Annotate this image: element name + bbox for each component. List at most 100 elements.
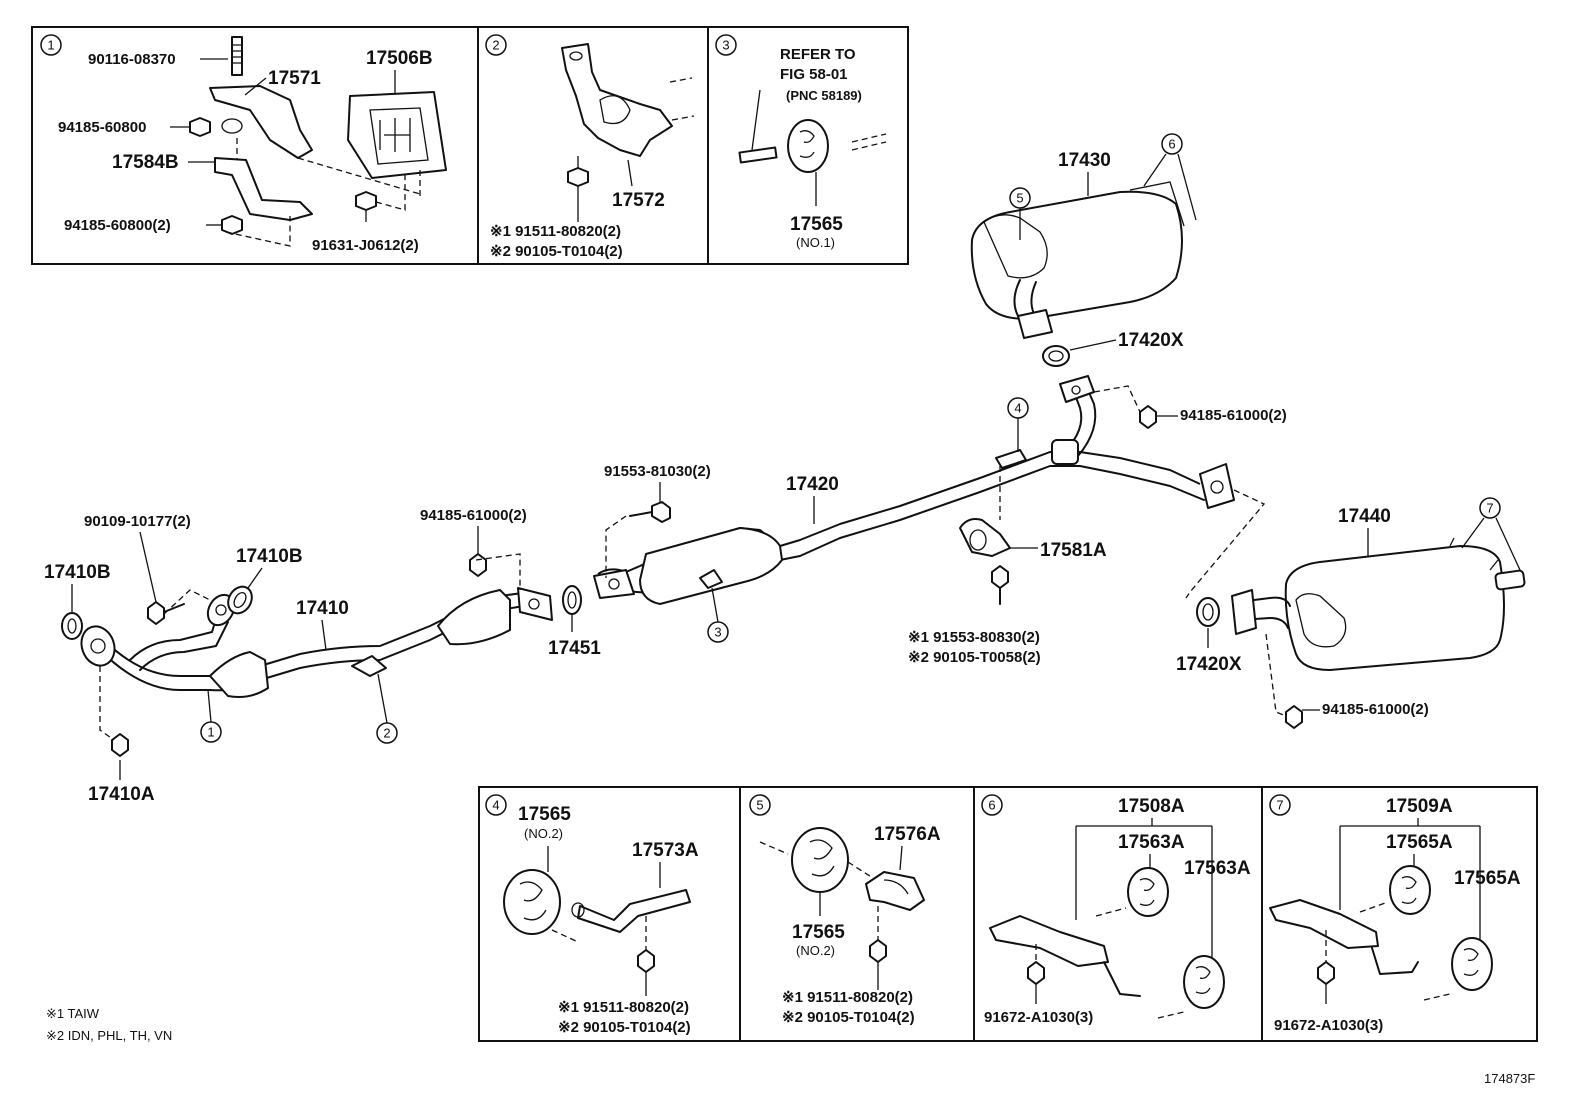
detail-box-4: 4 17565 (NO.2) 17573A ※1 91511-80820(2) … [485,794,699,1036]
callout-1-marker [40,34,62,56]
detail-frame-bottom [478,786,1538,1042]
label-17565A-b: 17565A [1454,868,1521,889]
label-91511-80820-box2: ※1 91511-80820(2) [490,223,621,240]
label-90105-T0104-box2: ※2 90105-T0104(2) [490,243,623,260]
label-17581A: 17581A [1040,540,1107,561]
label-17420X-top: 17420X [1118,330,1184,351]
detail-box-3: 3 REFER TO FIG 58-01 (PNC 58189) 17565 (… [715,34,887,250]
hanger-17565-no2-box4 [503,869,561,935]
callout-7-main [1479,497,1501,519]
label-90105-T0104-box5: ※2 90105-T0104(2) [782,1009,915,1026]
label-17508A: 17508A [1118,796,1185,817]
hanger-17565-no2-box5 [791,827,849,893]
label-17565-box4: 17565 [518,804,571,825]
label-no2-box5: (NO.2) [796,943,835,958]
label-90105-T0058: ※2 90105-T0058(2) [908,649,1041,666]
svg-text:5: 5 [1016,191,1023,206]
label-no2-box4: (NO.2) [524,826,563,841]
callout-1-label: 1 [47,38,54,53]
label-94185-61000-a: 94185-61000(2) [1180,407,1287,424]
callout-2-label: 2 [492,38,499,53]
detail-box-2: 2 17572 ※1 91511-80820(2) ※2 90105-T0104… [485,34,695,260]
hanger-17581A [959,518,1011,557]
label-17571: 17571 [268,68,321,89]
label-17563A-b: 17563A [1184,858,1251,879]
label-no1: (NO.1) [796,235,835,250]
label-17430: 17430 [1058,150,1111,171]
gasket-17451 [562,585,582,615]
label-94185-60800: 94185-60800 [58,119,146,136]
callout-6-marker [981,794,1003,816]
label-17509A: 17509A [1386,796,1453,817]
label-17576A: 17576A [874,824,941,845]
label-91511-80820-box5: ※1 91511-80820(2) [782,989,913,1006]
hanger-17565A-a [1389,865,1431,915]
main-muffler-17430 [970,190,1183,320]
bracket-17508A [989,915,1109,967]
label-90109-10177: 90109-10177(2) [84,513,191,530]
label-17420X-bottom: 17420X [1176,654,1242,675]
detail-box-6: 6 17508A 17563A 17563A 91672-A1030(3) [981,794,1251,1026]
resonator [639,527,783,605]
bracket-17509A [1269,899,1379,949]
sub-muffler-17440 [1284,545,1505,671]
label-17410A: 17410A [88,784,155,805]
label-refer-to: REFER TO [780,46,856,63]
hanger-17563A-b [1183,955,1225,1009]
figure-code: 174873F [1484,1071,1535,1086]
label-17420: 17420 [786,474,839,495]
sleeve [1051,439,1079,465]
callout-6-main [1161,133,1183,155]
label-17572: 17572 [612,190,665,211]
bracket-17571 [209,85,313,159]
gasket-17410B-right [227,585,253,615]
gasket-17420X-top [1042,345,1070,367]
label-pnc-58189: (PNC 58189) [786,88,862,103]
catalytic-converter-1 [209,651,269,698]
label-17410: 17410 [296,598,349,619]
label-17506B: 17506B [366,48,433,69]
callout-4-marker [485,794,507,816]
detail-box-7: 7 17509A 17565A 17565A 91672-A1030(3) [1269,794,1521,1034]
label-91553-80830: ※1 91553-80830(2) [908,629,1040,646]
label-17565-box3: 17565 [790,214,843,235]
label-91511-80820-box4: ※1 91511-80820(2) [558,999,689,1016]
detail-box-group-bottom [478,786,1538,1042]
label-17565A-a: 17565A [1386,832,1453,853]
bracket-17573A [577,889,691,933]
label-94185-61000-c: 94185-61000(2) [1322,701,1429,718]
legend-taiw: ※1 TAIW [46,1006,100,1021]
label-17440: 17440 [1338,506,1391,527]
label-17410B-right: 17410B [236,546,303,567]
legend-idn-phl-th-vn: ※2 IDN, PHL, TH, VN [46,1028,172,1043]
detail-box-5: 5 17576A 17565 (NO.2) ※1 91511-80820(2) … [749,794,941,1026]
bracket-17572 [561,43,673,157]
front-flange [80,625,116,667]
label-17573A: 17573A [632,840,699,861]
bracket-17584B [214,157,313,221]
nut-94185-61000-a [1139,405,1157,429]
nut-17410A [111,733,129,757]
stud-bolt [231,36,243,76]
label-94185-61000-b: 94185-61000(2) [420,507,527,524]
callout-2-marker [485,34,507,56]
label-17565-box5: 17565 [792,922,845,943]
bolt-91553-81030 [629,501,671,523]
bracket-17576A [865,871,925,911]
main-assembly: 1 2 3 4 5 6 7 17430 17420X 94185-61000(2… [44,133,1526,805]
callout-6-label: 6 [988,798,995,813]
svg-text:2: 2 [383,726,390,741]
label-17563A-a: 17563A [1118,832,1185,853]
callout-4-label: 4 [492,798,499,813]
callout-5-label: 5 [756,798,763,813]
label-91672-A1030-box6: 91672-A1030(3) [984,1009,1093,1026]
svg-text:6: 6 [1168,137,1175,152]
svg-text:3: 3 [714,625,721,640]
callout-7-label: 7 [1276,798,1283,813]
detail-box-1: 1 90116-08370 17571 17506B 94185-60800 [40,34,447,254]
label-91631-J0612-2: 91631-J0612(2) [312,237,419,254]
label-91672-A1030-box7: 91672-A1030(3) [1274,1017,1383,1034]
label-91553-81030: 91553-81030(2) [604,463,711,480]
label-17410B-left: 17410B [44,562,111,583]
